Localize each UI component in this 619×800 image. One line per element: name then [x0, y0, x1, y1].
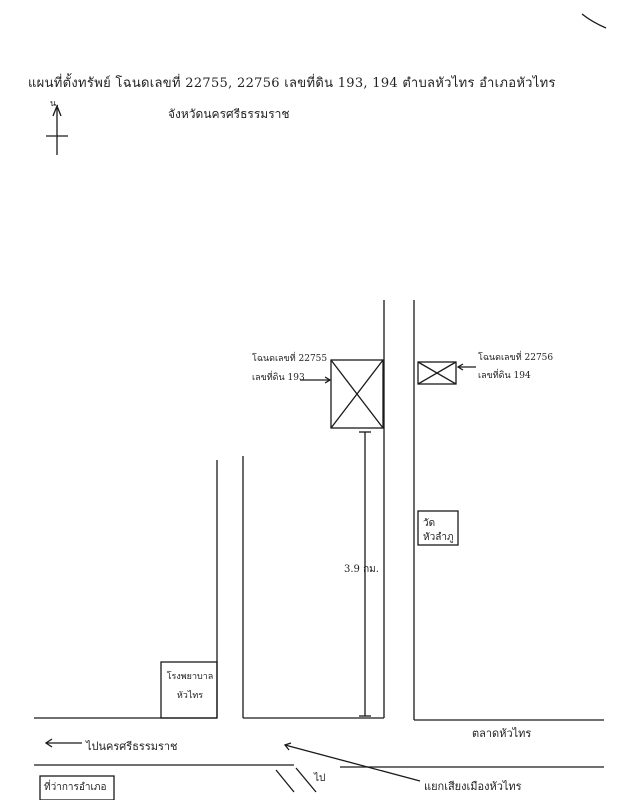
plot-22756-pointer-head: [456, 363, 464, 371]
district-office-label: ที่ว่าการอำเภอ: [44, 782, 107, 793]
temple-box: [417, 510, 459, 546]
junction-branch-b: [295, 767, 317, 793]
road-direction-label: ไป: [314, 773, 326, 784]
junction-branch-a: [275, 769, 295, 793]
junction-pointer-head: [283, 742, 292, 751]
corner-mark: [581, 13, 607, 29]
hospital-label-line-2: หัวไทร: [176, 691, 204, 701]
hospital-label: โรงพยาบาล หัวไทร: [165, 668, 215, 706]
junction-label: แยกเสียงเมืองหัวไทร: [424, 780, 522, 793]
plot-22756-box: [417, 361, 457, 385]
junction-pointer: [284, 744, 421, 782]
plot-22756-parcel: เลขที่ดิน 194: [478, 371, 531, 381]
plot-22755-parcel: เลขที่ดิน 193: [252, 373, 305, 383]
plot-22755-pointer-head: [324, 376, 332, 384]
plot-22755-box: [330, 359, 384, 429]
to-city-arrow-head: [44, 738, 53, 748]
district-office-box: [39, 775, 115, 800]
map-title-line-2: จังหวัดนครศรีธรรมราช: [168, 107, 290, 121]
distance-label: 3.9 กม.: [344, 564, 379, 575]
plot-22756-cross-b: [417, 361, 457, 385]
plot-22755-label: โฉนดเลขที่ 22755 เลขที่ดิน 193: [252, 350, 327, 388]
north-arrow-head: [52, 104, 62, 117]
market-label: ตลาดหัวไทร: [472, 727, 532, 740]
plot-22755-cross-b: [330, 359, 384, 429]
hospital-box: [160, 661, 218, 719]
hospital-label-line-1: โรงพยาบาล: [166, 672, 214, 682]
to-city-label: ไปนครศรีธรรมราช: [86, 740, 178, 753]
map-title-line-1: แผนที่ตั้งทรัพย์ โฉนดเลขที่ 22755, 22756…: [28, 76, 556, 91]
plot-22756-label: โฉนดเลขที่ 22756 เลขที่ดิน 194: [478, 349, 553, 385]
plot-22755-deed: โฉนดเลขที่ 22755: [252, 354, 328, 364]
temple-label: วัด หัวลำภู: [423, 517, 454, 545]
temple-label-line-1: วัด: [423, 518, 436, 529]
north-label: น.: [50, 99, 60, 109]
temple-label-line-2: หัวลำภู: [423, 532, 454, 543]
plot-22756-deed: โฉนดเลขที่ 22756: [478, 353, 554, 363]
